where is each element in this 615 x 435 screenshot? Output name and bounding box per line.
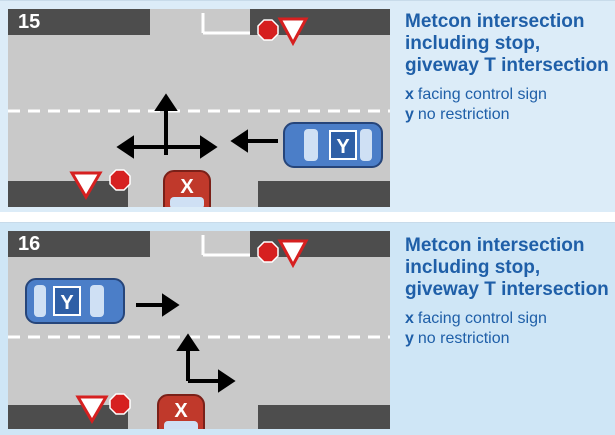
diagram-title: Metcon intersection including stop, give… — [405, 11, 609, 76]
stop-sign-icon — [109, 393, 131, 415]
car-x-label: X — [180, 176, 194, 198]
diagram-15-text: Metcon intersection including stop, give… — [405, 11, 610, 125]
car-x: X — [157, 394, 205, 429]
giveway-sign-icon — [277, 17, 309, 47]
car-y: Y — [25, 278, 125, 324]
kerb-bottom-left — [8, 405, 128, 429]
diagram-15-panel: Y X 15 Metcon intersection including sto… — [0, 0, 615, 213]
diagram-number: 15 — [8, 9, 148, 35]
intersection-15-drawing: Y X — [8, 9, 390, 207]
car-x: X — [163, 170, 211, 207]
car-y-label: Y — [60, 292, 74, 314]
giveway-sign-icon — [69, 171, 103, 200]
arrows-car-x-icon — [176, 333, 236, 393]
panel-separator — [0, 212, 615, 222]
stop-sign-icon — [257, 241, 279, 263]
arrow-car-y-icon — [230, 129, 278, 153]
arrows-car-x-icon — [116, 93, 218, 159]
diagram-number: 16 — [8, 231, 148, 257]
car-y: Y — [283, 122, 383, 168]
stop-sign-icon — [109, 169, 131, 191]
diagram-15-scene: Y X 15 — [8, 9, 390, 207]
kerb-bottom-right — [258, 405, 390, 429]
kerb-bottom-right — [258, 181, 390, 207]
car-y-label: Y — [336, 136, 350, 158]
giveway-sign-icon — [75, 395, 109, 424]
diagram-16-panel: Y X 16 Metcon intersection including sto… — [0, 222, 615, 435]
intersection-16-drawing: Y X — [8, 231, 390, 429]
stop-sign-icon — [257, 19, 279, 41]
diagram-title: Metcon intersection including stop, give… — [405, 235, 609, 300]
car-x-label: X — [174, 400, 188, 422]
arrow-car-y-icon — [136, 293, 180, 317]
diagram-16-text: Metcon intersection including stop, give… — [405, 235, 610, 349]
kerb-bottom-left — [8, 181, 128, 207]
diagram-16-scene: Y X 16 — [8, 231, 390, 429]
giveway-sign-icon — [277, 239, 309, 269]
